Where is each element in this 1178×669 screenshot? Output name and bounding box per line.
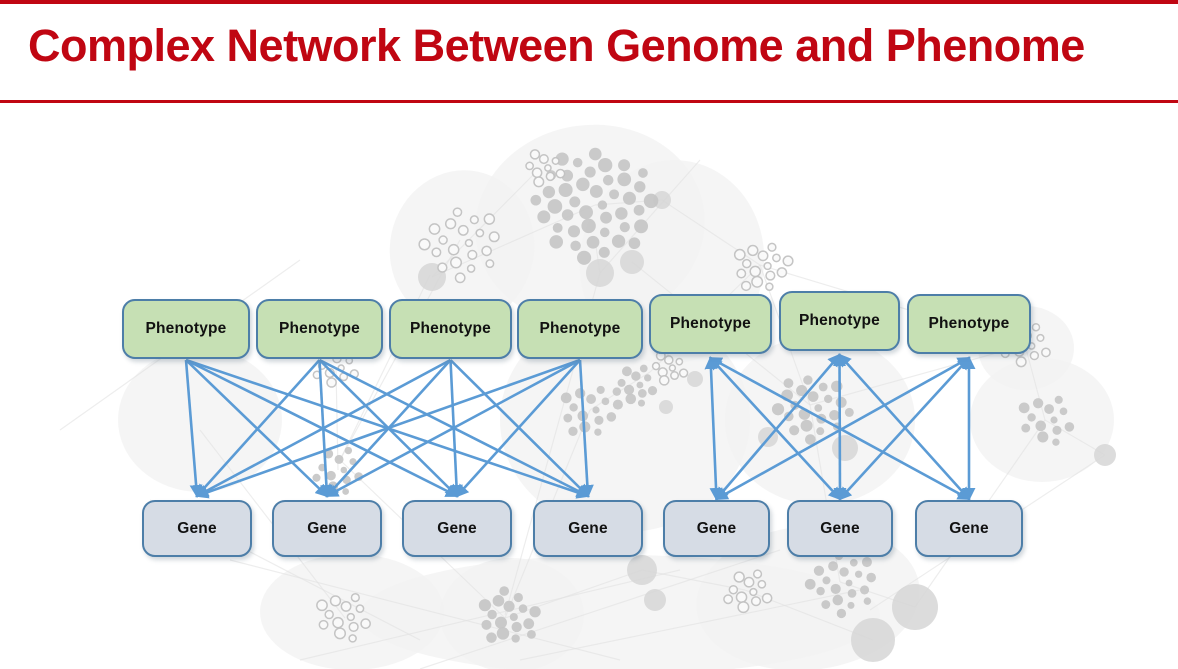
gene-box-7: Gene [915,500,1023,557]
gene-label: Gene [820,519,860,537]
phenotype-label: Phenotype [669,315,752,332]
gene-box-6: Gene [787,500,893,557]
gene-phenotype-arrow [325,358,581,498]
title-divider [0,100,1178,103]
gene-label: Gene [177,519,217,537]
gene-phenotype-arrow [195,358,452,498]
phenotype-box-6: Phenotype [779,291,900,351]
phenotype-box-1: Phenotype [122,299,250,359]
phenotype-label: Phenotype [928,315,1010,332]
gene-label: Gene [949,519,989,537]
gene-box-5: Gene [663,500,770,557]
gene-phenotype-arrow [578,359,594,498]
gene-phenotype-arrow [185,359,329,498]
gene-box-4: Gene [533,500,643,557]
phenotype-box-3: Phenotype [389,299,512,359]
gene-label: Gene [568,519,608,537]
gene-label: Gene [696,519,737,537]
phenotype-box-7: Phenotype [907,294,1031,354]
phenotype-box-2: Phenotype [256,299,383,359]
phenotype-label: Phenotype [409,320,492,337]
phenotype-box-5: Phenotype [649,294,772,354]
phenotype-box-4: Phenotype [517,299,643,359]
phenotype-label: Phenotype [278,320,361,337]
gene-phenotype-arrow [184,359,203,498]
slide-title: Complex Network Between Genome and Pheno… [28,20,1085,71]
gene-phenotype-arrow [838,353,971,501]
gene-phenotype-arrow [455,359,581,498]
gene-box-3: Gene [402,500,512,557]
gene-box-1: Gene [142,500,252,557]
gene-label: Gene [307,519,347,537]
gene-phenotype-arrow [195,359,321,498]
gene-label: Gene [437,519,477,537]
top-accent-bar [0,0,1178,4]
phenotype-label: Phenotype [539,320,621,337]
gene-phenotype-arrow [195,358,581,499]
gene-box-2: Gene [272,500,382,557]
phenotype-label: Phenotype [145,320,227,337]
phenotype-label: Phenotype [798,312,881,329]
